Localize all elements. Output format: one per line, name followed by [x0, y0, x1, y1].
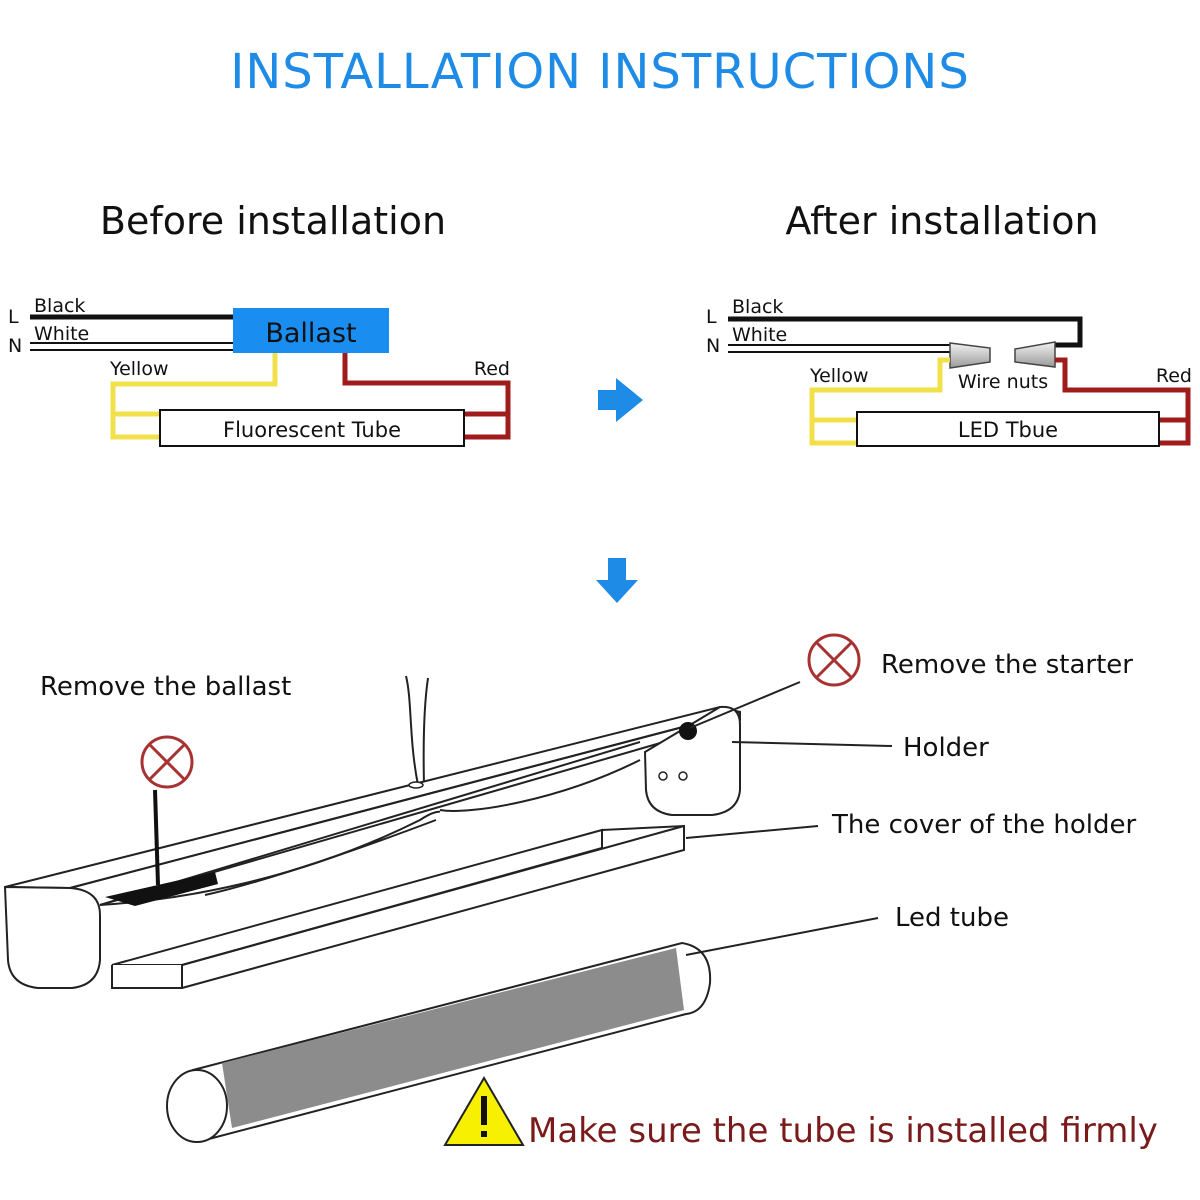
neutral-label: N [706, 335, 720, 357]
ballast-block [105, 872, 218, 906]
black-wire-label: Black [732, 296, 783, 318]
red-wire-label: Red [474, 358, 510, 380]
yellow-wire-label: Yellow [109, 358, 169, 380]
line-label: L [8, 306, 19, 328]
before-wiring-diagram: L N Black White Ballast Yellow Red Fluor… [8, 295, 511, 447]
remove-x-icon [140, 735, 194, 789]
cover-leader [685, 825, 819, 839]
warning-icon [443, 1076, 525, 1146]
ballast-leader [153, 789, 160, 886]
starter-leader [689, 681, 801, 729]
wire-nut-left [949, 342, 991, 369]
arrow-down-icon [596, 558, 638, 603]
led-tube-box-label: LED Tbue [958, 418, 1058, 442]
warning-text: Make sure the tube is installed firmly [528, 1111, 1158, 1151]
led-tube-box [856, 411, 1160, 447]
yellow-wire [110, 353, 278, 440]
starter [679, 722, 697, 740]
white-wire-label: White [34, 323, 89, 345]
after-wiring-diagram: L N Black White Wire nuts Yellow Red LED… [706, 296, 1192, 447]
red-wire [342, 353, 511, 440]
wire-nuts-label: Wire nuts [958, 371, 1048, 393]
remove-ballast-label: Remove the ballast [40, 672, 291, 702]
holder-label: Holder [903, 733, 989, 763]
fluorescent-tube-label: Fluorescent Tube [223, 418, 401, 442]
after-heading: After installation [785, 199, 1098, 243]
red-wire-label: Red [1156, 365, 1192, 387]
before-heading: Before installation [100, 199, 446, 243]
holder-leader [731, 741, 893, 747]
yellow-wire [809, 357, 950, 446]
remove-starter-label: Remove the starter [881, 650, 1133, 680]
ballast-label: Ballast [265, 318, 356, 349]
led-tube-label: Led tube [895, 903, 1009, 933]
supply-wire [405, 675, 419, 786]
led-tube-leader [685, 917, 879, 956]
line-label: L [706, 306, 717, 328]
holder-cover-label: The cover of the holder [831, 810, 1137, 840]
red-wire [1055, 357, 1191, 446]
black-wire [728, 316, 1083, 348]
wire-nut-right [1014, 341, 1056, 368]
fixture-end-cap [3, 885, 101, 989]
white-wire-label: White [732, 324, 787, 346]
neutral-label: N [8, 335, 22, 357]
fixture-body [3, 705, 741, 989]
black-wire-label: Black [34, 295, 85, 317]
fluorescent-tube [159, 409, 465, 447]
holder-cover [111, 824, 685, 989]
ballast-box [233, 308, 389, 353]
yellow-wire-label: Yellow [809, 365, 869, 387]
arrow-right-icon [598, 378, 643, 422]
remove-x-icon [807, 633, 861, 687]
led-tube-end [166, 1069, 228, 1143]
page-title: INSTALLATION INSTRUCTIONS [230, 44, 970, 100]
led-tube [166, 941, 712, 1143]
fixture-illustration [3, 675, 893, 1143]
